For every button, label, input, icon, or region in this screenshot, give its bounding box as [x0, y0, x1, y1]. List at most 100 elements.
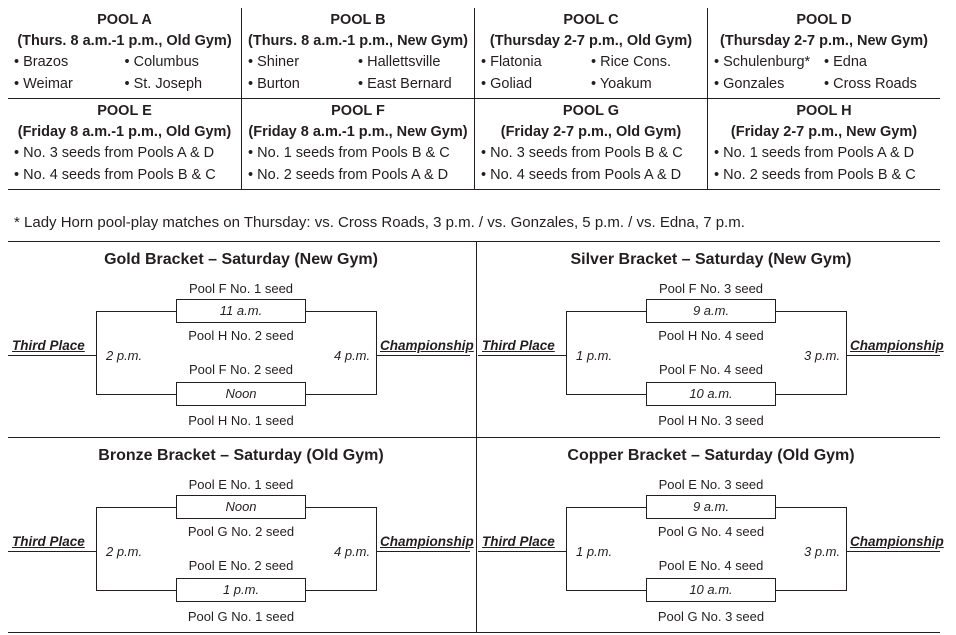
pool-time: (Friday 8 a.m.-1 p.m., Old Gym): [17, 124, 232, 140]
championship-time: 3 p.m.: [804, 348, 841, 363]
pools-grid: POOL A (Thurs. 8 a.m.-1 p.m., Old Gym) •…: [8, 8, 940, 190]
pool-seed: • No. 2 seeds from Pools B & C: [714, 167, 916, 183]
bracket-line: [776, 590, 846, 591]
team: • Schulenburg*: [714, 54, 811, 70]
seed-label: Pool F No. 2 seed: [188, 362, 294, 377]
seed-label: Pool G No. 4 seed: [657, 524, 765, 539]
section-divider-vertical: [476, 241, 477, 633]
bracket-line: [96, 311, 97, 395]
pool-teams: • Shiner • Hallettsville • Burton • East…: [248, 51, 468, 95]
pool-g: POOL G (Friday 2-7 p.m., Old Gym) • No. …: [474, 99, 707, 189]
third-place-label: Third Place: [482, 534, 555, 549]
lady-horn-note: * Lady Horn pool-play matches on Thursda…: [14, 214, 745, 231]
pool-time: (Thursday 2-7 p.m., Old Gym): [489, 33, 693, 49]
bracket-line: [776, 394, 846, 395]
bracket-line: [306, 590, 376, 591]
pool-seed: • No. 4 seeds from Pools B & C: [14, 167, 216, 183]
bracket-line: [306, 311, 376, 312]
pool-seed: • No. 3 seeds from Pools A & D: [14, 145, 215, 161]
team: • Flatonia: [481, 54, 542, 70]
third-place-label: Third Place: [12, 534, 85, 549]
bracket-line: [566, 590, 646, 591]
team: • Burton: [248, 76, 300, 92]
bracket-line: [566, 311, 646, 312]
pool-time: (Friday 2-7 p.m., Old Gym): [500, 124, 682, 140]
bracket-line: [846, 507, 847, 591]
pool-time: (Thurs. 8 a.m.-1 p.m., Old Gym): [17, 33, 232, 49]
pool-time: (Thurs. 8 a.m.-1 p.m., New Gym): [248, 33, 468, 49]
third-place-time: 1 p.m.: [576, 348, 613, 363]
team: • Cross Roads: [824, 76, 917, 92]
bracket-line: [376, 507, 377, 591]
bracket-line: [776, 311, 846, 312]
pool-title: POOL F: [331, 103, 385, 119]
seed-label: Pool H No. 4 seed: [658, 328, 764, 343]
pool-time: (Friday 8 a.m.-1 p.m., New Gym): [248, 124, 468, 140]
seed-label: Pool H No. 1 seed: [188, 413, 294, 428]
match-box: 10 a.m.: [646, 578, 776, 602]
championship-label: Championship: [850, 338, 944, 353]
championship-time: 4 p.m.: [334, 348, 371, 363]
seed-label: Pool E No. 2 seed: [188, 558, 294, 573]
seed-label: Pool F No. 1 seed: [188, 281, 294, 296]
pool-seed: • No. 1 seeds from Pools A & D: [714, 145, 915, 161]
seed-label: Pool E No. 1 seed: [188, 477, 294, 492]
seed-label: Pool G No. 3 seed: [657, 609, 765, 624]
pool-time: (Thursday 2-7 p.m., New Gym): [720, 33, 928, 49]
bracket-line: [8, 355, 96, 356]
seed-label: Pool H No. 2 seed: [188, 328, 294, 343]
bracket-line: [96, 507, 176, 508]
seed-label: Pool E No. 3 seed: [658, 477, 764, 492]
championship-time: 3 p.m.: [804, 544, 841, 559]
seed-label: Pool G No. 2 seed: [187, 524, 295, 539]
bronze-bracket-title: Bronze Bracket – Saturday (Old Gym): [98, 447, 384, 464]
championship-label: Championship: [850, 534, 944, 549]
pool-b: POOL B (Thurs. 8 a.m.-1 p.m., New Gym) •…: [241, 8, 474, 98]
seed-label: Pool F No. 4 seed: [658, 362, 764, 377]
bracket-line: [566, 507, 567, 591]
team: • St. Joseph: [124, 76, 203, 92]
third-place-label: Third Place: [12, 338, 85, 353]
bracket-line: [306, 507, 376, 508]
championship-time: 4 p.m.: [334, 544, 371, 559]
match-box: Noon: [176, 495, 306, 519]
team: • Brazos: [14, 54, 69, 70]
pools-row-friday: POOL E (Friday 8 a.m.-1 p.m., Old Gym) •…: [8, 99, 940, 190]
seed-label: Pool H No. 3 seed: [658, 413, 764, 428]
bracket-line: [96, 507, 97, 591]
bracket-line: [846, 355, 940, 356]
bracket-line: [96, 590, 176, 591]
team: • Goliad: [481, 76, 533, 92]
bracket-line: [8, 551, 96, 552]
championship-label: Championship: [380, 338, 474, 353]
bracket-line: [306, 394, 376, 395]
third-place-label: Third Place: [482, 338, 555, 353]
pool-h: POOL H (Friday 2-7 p.m., New Gym) • No. …: [707, 99, 940, 189]
third-place-time: 2 p.m.: [106, 544, 143, 559]
match-box: 9 a.m.: [646, 495, 776, 519]
team: • East Bernard: [358, 76, 452, 92]
team: • Weimar: [14, 76, 73, 92]
match-box: 10 a.m.: [646, 382, 776, 406]
pool-e: POOL E (Friday 8 a.m.-1 p.m., Old Gym) •…: [8, 99, 241, 189]
pool-title: POOL H: [796, 103, 852, 119]
pool-title: POOL C: [563, 12, 619, 28]
third-place-time: 1 p.m.: [576, 544, 613, 559]
pool-f: POOL F (Friday 8 a.m.-1 p.m., New Gym) •…: [241, 99, 474, 189]
seed-label: Pool G No. 1 seed: [187, 609, 295, 624]
pool-d: POOL D (Thursday 2-7 p.m., New Gym) • Sc…: [707, 8, 940, 98]
team: • Hallettsville: [358, 54, 441, 70]
pool-a: POOL A (Thurs. 8 a.m.-1 p.m., Old Gym) •…: [8, 8, 241, 98]
bracket-line: [376, 311, 377, 395]
pool-title: POOL B: [330, 12, 386, 28]
pool-title: POOL E: [97, 103, 152, 119]
bracket-line: [96, 394, 176, 395]
section-divider-top: [8, 241, 940, 242]
match-box: 9 a.m.: [646, 299, 776, 323]
match-box: 11 a.m.: [176, 299, 306, 323]
third-place-time: 2 p.m.: [106, 348, 143, 363]
team: • Gonzales: [714, 76, 785, 92]
championship-label: Championship: [380, 534, 474, 549]
team: • Edna: [824, 54, 867, 70]
